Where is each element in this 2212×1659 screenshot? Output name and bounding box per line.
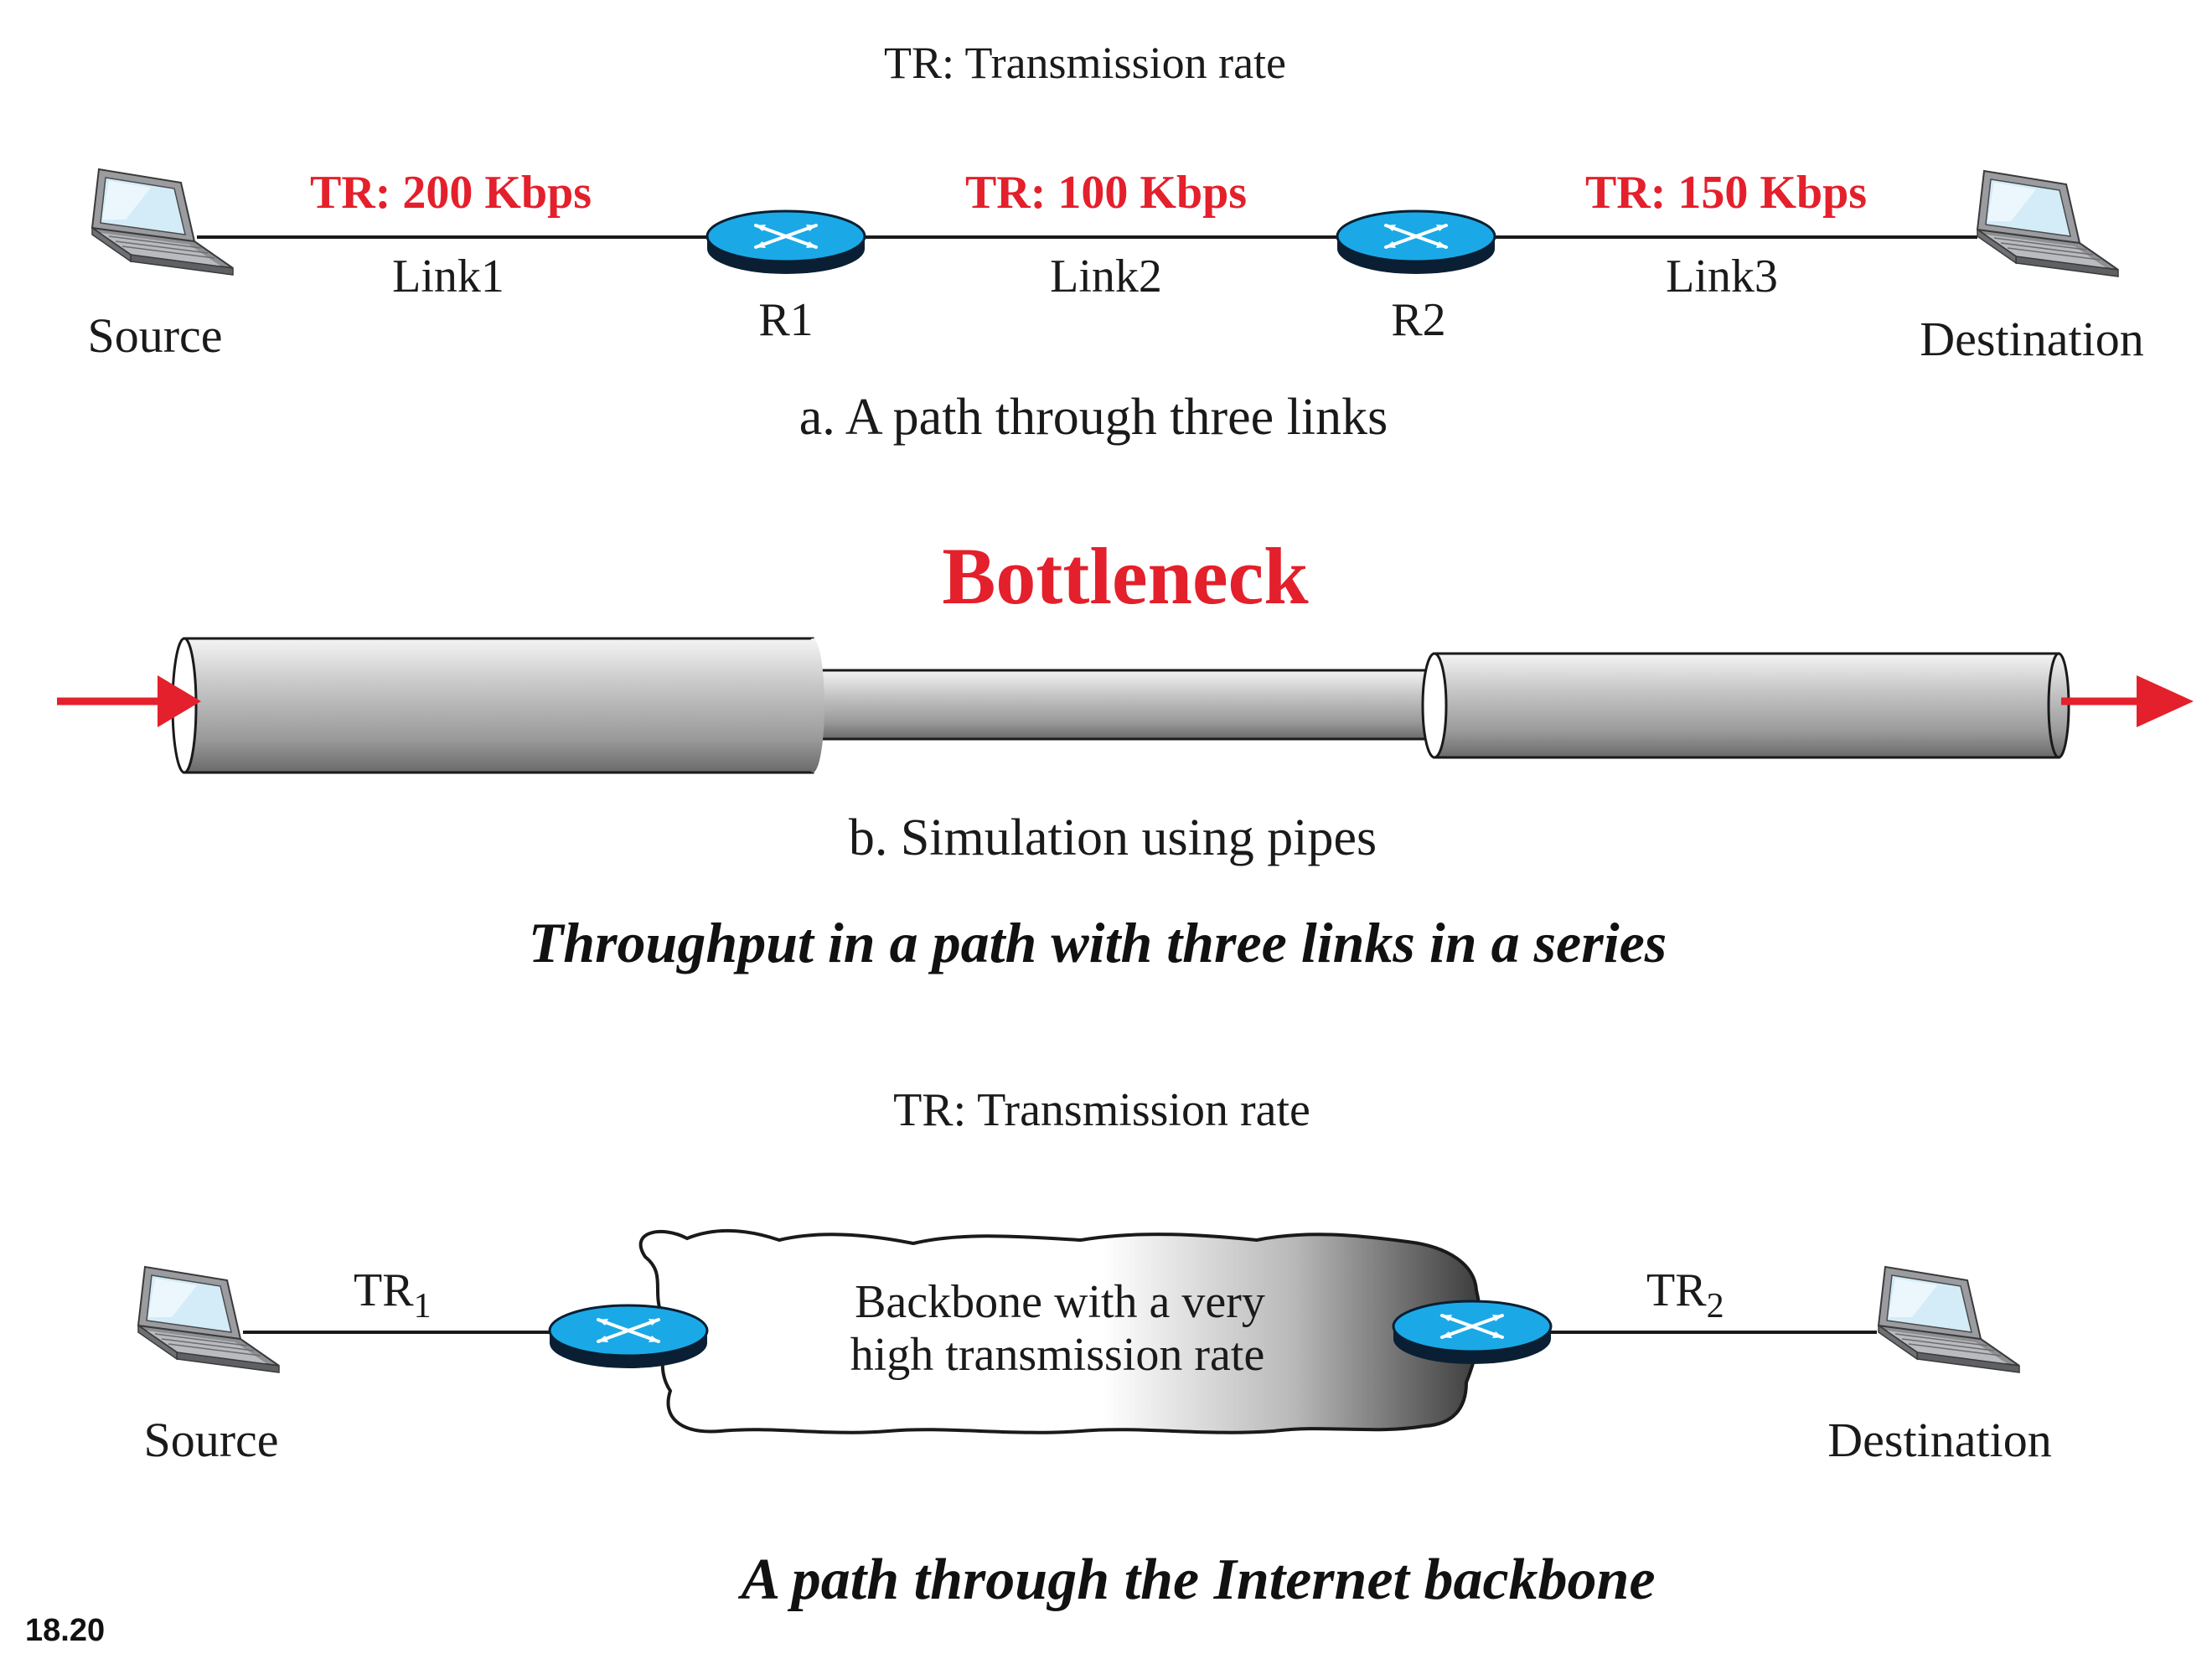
bottleneck-label: Bottleneck (942, 531, 1309, 621)
r2-router-icon (1336, 209, 1496, 276)
caption-b: b. Simulation using pipes (849, 809, 1377, 866)
link1-label: Link1 (392, 251, 504, 302)
r1-router-icon (705, 209, 866, 276)
link2-rate: TR: 100 Kbps (965, 167, 1247, 219)
backbone-exit-router-icon (1392, 1300, 1553, 1366)
link3-label: Link3 (1666, 251, 1778, 302)
pipe-simulation (171, 637, 2070, 774)
input-arrow-icon (57, 675, 201, 727)
backbone-cloud-icon (638, 1228, 1482, 1434)
top-source-label: Source (87, 308, 222, 363)
top-legend: TR: Transmission rate (884, 38, 1286, 88)
link2-label: Link2 (1050, 251, 1162, 302)
top-destination-laptop-icon (1977, 170, 2119, 277)
bottom-destination-laptop-icon (1878, 1266, 2020, 1373)
top-figure-title: Throughput in a path with three links in… (529, 911, 1667, 974)
top-source-laptop-icon (91, 168, 234, 276)
bottom-source-laptop-icon (137, 1266, 280, 1373)
r2-label: R2 (1391, 294, 1445, 346)
cloud-label-line1: Backbone with a very (855, 1276, 1265, 1328)
cloud-label-line2: high transmission rate (850, 1329, 1265, 1381)
bottom-destination-label: Destination (1827, 1413, 2051, 1467)
top-destination-label: Destination (1920, 312, 2143, 366)
bottom-legend: TR: Transmission rate (893, 1084, 1310, 1136)
bottom-figure-title: A path through the Internet backbone (737, 1548, 1655, 1612)
link1-rate: TR: 200 Kbps (310, 167, 592, 219)
tr2-label: TR2 (1646, 1264, 1724, 1326)
output-arrow-icon (2061, 675, 2194, 727)
pipe-link3 (1433, 652, 2060, 759)
backbone-entry-router-icon (548, 1304, 709, 1370)
caption-a: a. A path through three links (799, 389, 1388, 446)
link3-rate: TR: 150 Kbps (1585, 167, 1867, 219)
bottom-source-label: Source (143, 1413, 278, 1467)
tr1-label: TR1 (354, 1264, 432, 1326)
pipe-link1 (183, 637, 814, 774)
figure-number: 18.20 (25, 1613, 105, 1648)
r1-label: R1 (758, 294, 813, 346)
